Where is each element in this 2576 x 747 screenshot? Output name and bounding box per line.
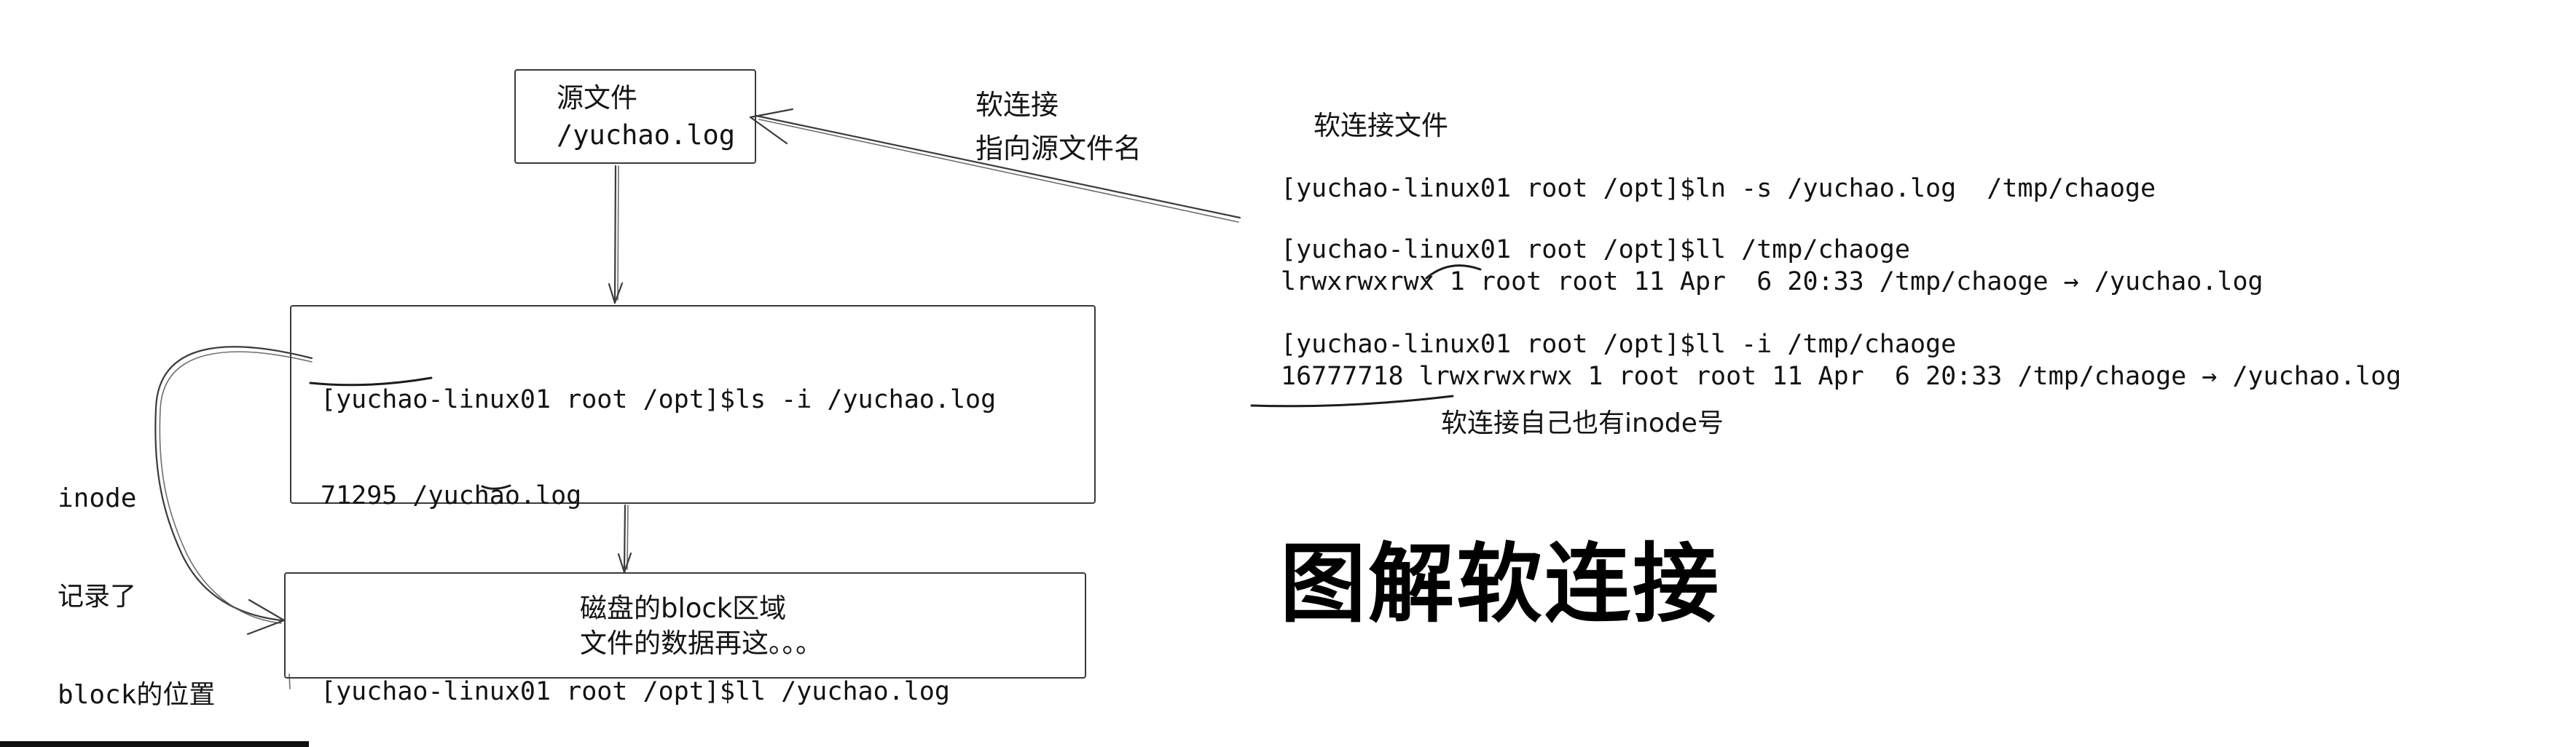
terminal-cmd-ll: [yuchao-linux01 root /opt]$ll /yuchao.lo… [321,677,950,706]
softlink-arrow-label: 软连接 指向源文件名 [975,83,1142,170]
cmd-ll-output: lrwxrwxrwx 1 root root 11 Apr 6 20:33 /t… [1281,267,2263,296]
source-file-label: 源文件 [557,82,637,114]
inode-note: inode 记录了 block的位置 [58,416,215,747]
bottom-edge-bar [0,741,309,747]
inode-note-line3: block的位置 [58,680,216,710]
source-file-path: /yuchao.log [557,119,736,151]
cmd-ll-i-output: 16777718 lrwxrwxrwx 1 root root 11 Apr 6… [1281,362,2402,391]
terminal-cmd-ls-i: [yuchao-linux01 root /opt]$ls -i /yuchao… [321,385,997,414]
cmd-ll-tmp-chaoge: [yuchao-linux01 root /opt]$ll /tmp/chaog… [1281,235,1910,264]
source-to-inode-arrow [608,165,624,304]
disk-block-line1: 磁盘的block区域 [580,593,787,624]
underline-16777718 [1250,395,1454,408]
disk-block-line2: 文件的数据再这。。。 [580,628,822,659]
softlink-panel-header: 软连接文件 [1313,110,1448,141]
cmd-ll-i-group: [yuchao-linux01 root /opt]$ll -i /tmp/ch… [1281,328,2401,392]
inode-note-line2: 记录了 [58,582,137,612]
terminal-ls-i-output: 71295 /yuchao.log [321,481,582,510]
cmd-ll-group: [yuchao-linux01 root /opt]$ll /tmp/chaog… [1281,234,2263,298]
page-title: 图解软连接 [1280,534,1721,634]
cmd-ln-s: [yuchao-linux01 root /opt]$ln -s /yuchao… [1281,174,2156,203]
inode-note-line1: inode [58,483,137,513]
source-file-box: 源文件 /yuchao.log [514,69,756,164]
symlink-inode-annotation: 软连接自己也有inode号 [1441,408,1724,438]
softlink-arrow-label-line2: 指向源文件名 [975,133,1142,165]
cmd-ll-i-tmp-chaoge: [yuchao-linux01 root /opt]$ll -i /tmp/ch… [1281,330,1957,359]
disk-block-box: 磁盘的block区域 文件的数据再这。。。 [284,572,1086,679]
softlink-arrow-label-line1: 软连接 [975,89,1059,121]
inode-terminal-box: [yuchao-linux01 root /opt]$ls -i /yuchao… [290,305,1096,706]
